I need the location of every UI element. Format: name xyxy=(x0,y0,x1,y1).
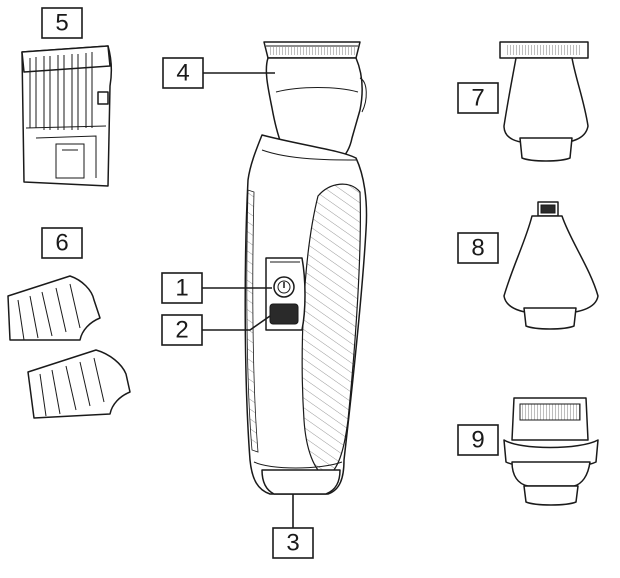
callout-label-6: 6 xyxy=(55,230,68,257)
foil-shaver-attachment xyxy=(499,41,589,162)
nose-trimmer-attachment xyxy=(503,201,599,330)
callout-7: 7 xyxy=(457,82,499,114)
callout-3: 3 xyxy=(272,527,314,559)
callout-label-8: 8 xyxy=(471,235,484,262)
callout-6: 6 xyxy=(41,227,83,259)
callout-label-9: 9 xyxy=(471,427,484,454)
callout-label-2: 2 xyxy=(175,317,188,344)
shaver-head-attachment xyxy=(503,397,599,506)
callout-9: 9 xyxy=(457,424,499,456)
lock-switch xyxy=(269,303,299,325)
callout-8: 8 xyxy=(457,232,499,264)
callout-label-1: 1 xyxy=(175,275,188,302)
callout-2: 2 xyxy=(161,314,203,346)
adjustable-comb xyxy=(21,45,113,187)
callout-label-7: 7 xyxy=(471,85,484,112)
trimmer-body xyxy=(244,41,368,495)
callout-4: 4 xyxy=(162,57,204,89)
trimmer-control-panel xyxy=(265,257,306,331)
guide-combs xyxy=(7,275,131,419)
callout-label-5: 5 xyxy=(55,10,68,37)
callout-label-4: 4 xyxy=(176,60,189,87)
callout-label-3: 3 xyxy=(286,530,299,557)
callout-1: 1 xyxy=(161,272,203,304)
trimmer-blade xyxy=(263,41,361,59)
callout-5: 5 xyxy=(41,7,83,39)
trimmer-bottom-cap xyxy=(261,469,341,495)
